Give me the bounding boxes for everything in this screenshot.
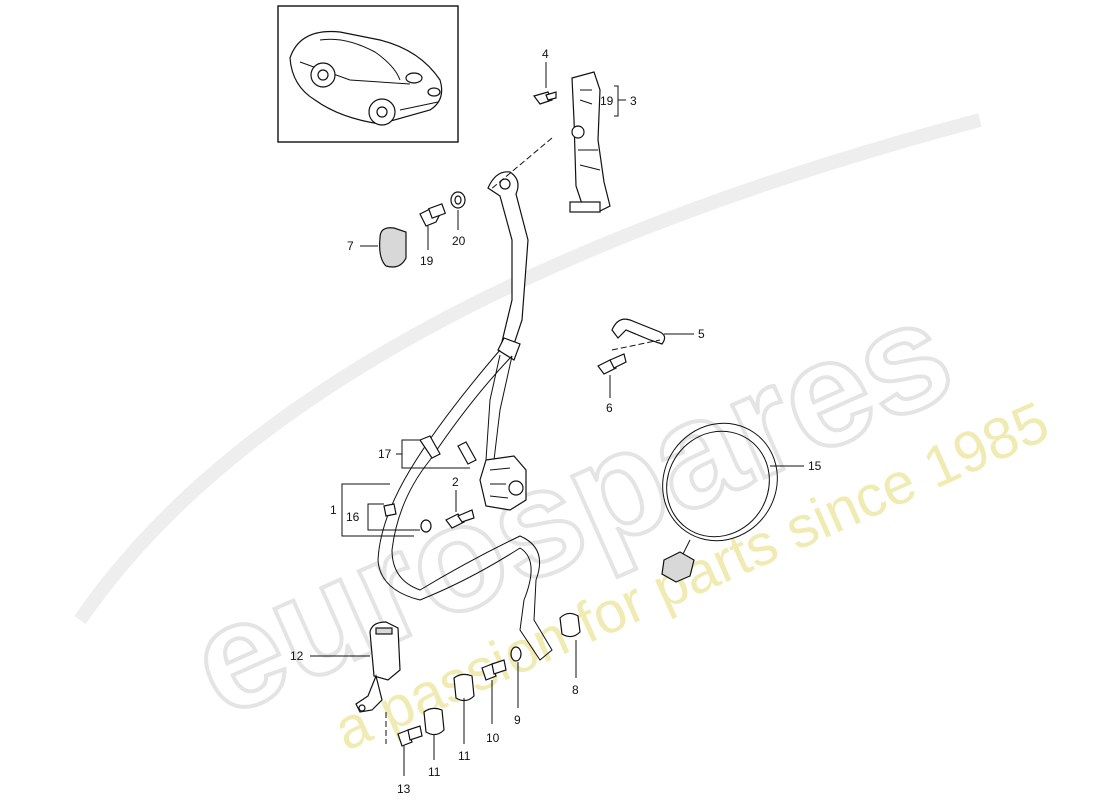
callout-labels: 4 19 3 7 19 20 5 6 15 17 2 1 16 12 8 9 1… [290,47,822,796]
car-thumbnail [277,5,459,143]
callout-4: 4 [542,47,549,61]
part-13-bolt [397,725,423,747]
callout-2: 2 [452,475,459,489]
seat-belt-assembly [377,171,553,661]
part-5-belt-guide [611,318,666,345]
callout-9: 9 [514,713,521,727]
callout-1: 1 [330,503,337,517]
part-15-cable-harness [661,422,778,583]
part-12-belt-buckle [355,621,401,713]
callout-11-upper: 11 [458,749,471,763]
callout-15: 15 [808,459,822,473]
callout-10: 10 [486,731,500,745]
part-3-upper-bracket [569,71,611,213]
callout-3: 3 [630,94,637,108]
part-9-washer [510,646,522,662]
callout-19-upper: 19 [600,94,614,108]
callout-20: 20 [452,234,466,248]
callout-11-lower: 11 [428,765,441,779]
part-8-spacer [559,612,581,638]
watermark-swoosh [74,113,982,624]
callout-16: 16 [346,510,360,524]
part-20-washer [450,191,466,209]
part-11-spacer-lower [423,707,445,736]
part-16-nut-and-washer [383,503,432,533]
part-11-spacer-upper [453,673,475,702]
watermark: eurospares a passion for parts since 198… [165,264,1058,763]
part-4-bolt [532,91,557,105]
callout-5: 5 [698,327,705,341]
car-thumbnail-icon [289,30,443,126]
callout-17: 17 [378,447,392,461]
callout-13: 13 [397,782,411,796]
callout-6: 6 [606,401,613,415]
callout-8: 8 [572,683,579,697]
part-17-clips [419,435,477,465]
part-7-cover-cap [379,227,407,268]
part-2-bolt [445,509,475,529]
callout-12: 12 [290,649,304,663]
part-19-bolt [419,203,447,227]
part-6-bolt [597,353,627,375]
belt-retractor [479,455,527,511]
leader-lines [310,62,804,776]
callout-19-lower: 19 [420,254,434,268]
part-10-bolt [481,659,507,681]
callout-7: 7 [347,239,354,253]
